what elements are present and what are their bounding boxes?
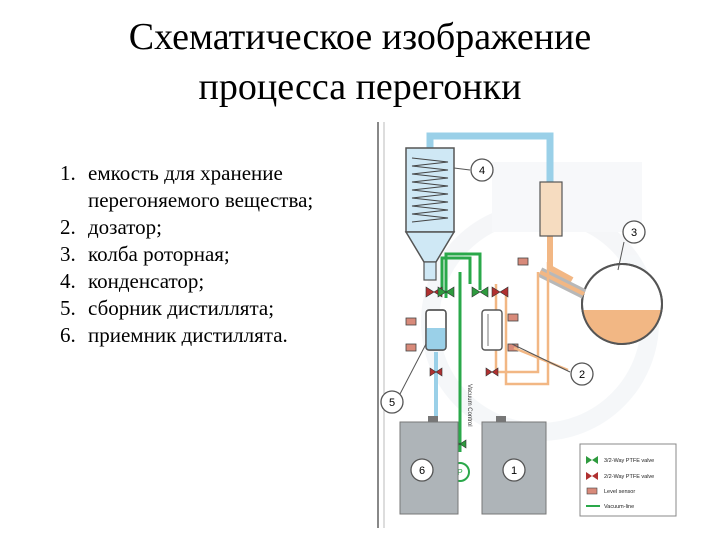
marker-1: 1 bbox=[502, 458, 526, 482]
title-line-2: процесса перегонки bbox=[198, 66, 522, 108]
rotary-flask bbox=[537, 263, 663, 345]
list-item-number: 2. bbox=[60, 215, 76, 239]
list-item-number: 3. bbox=[60, 242, 76, 266]
list-item-number: 5. bbox=[60, 296, 76, 320]
legend-3way-valve-icon bbox=[586, 456, 598, 464]
legend: 3/2-Way PTFE valve 2/2-Way PTFE valve Le… bbox=[579, 443, 677, 517]
legend-item-4: Vacuum-line bbox=[604, 504, 634, 510]
list-item-number: 4. bbox=[60, 269, 76, 293]
list-item-text: сборник дистиллята; bbox=[88, 296, 275, 320]
marker-2-label: 2 bbox=[579, 369, 585, 381]
vacuum-line bbox=[440, 252, 482, 452]
title-line-1: Схематическое изображение bbox=[128, 16, 592, 58]
legend-item-3: Level sensor bbox=[604, 489, 635, 495]
marker-5: 5 bbox=[380, 343, 427, 414]
marker-1-label: 1 bbox=[511, 465, 517, 477]
list-item-text: емкость для хранение перегоняемого вещес… bbox=[88, 161, 314, 212]
list-item-text: колба роторная; bbox=[88, 242, 230, 266]
list-item: 5. сборник дистиллята; bbox=[60, 295, 370, 322]
cooling-line bbox=[426, 132, 554, 184]
marker-6-label: 6 bbox=[419, 465, 425, 477]
level-sensors bbox=[405, 257, 529, 352]
marker-2: 2 bbox=[511, 343, 594, 386]
list-item: 4. конденсатор; bbox=[60, 268, 370, 295]
list-item: 1. емкость для хранение перегоняемого вещ… bbox=[60, 160, 370, 214]
marker-6: 6 bbox=[410, 458, 434, 482]
list-item-text: дозатор; bbox=[88, 215, 162, 239]
legend-2way-valve-icon bbox=[586, 472, 598, 480]
distillation-diagram: Vacuum Control P 4 3 2 5 6 1 bbox=[372, 122, 708, 528]
marker-4: 4 bbox=[470, 158, 494, 182]
legend-item-2: 2/2-Way PTFE valve bbox=[604, 474, 654, 480]
legend-level-sensor-icon bbox=[586, 487, 598, 495]
list-item-number: 1. bbox=[60, 161, 76, 185]
vacuum-control-label: Vacuum Control bbox=[466, 384, 472, 427]
list-item: 2. дозатор; bbox=[60, 214, 370, 241]
marker-3: 3 bbox=[617, 220, 646, 271]
dosing-column bbox=[481, 309, 503, 351]
list-item: 3. колба роторная; bbox=[60, 241, 370, 268]
list-item-text: приемник дистиллята. bbox=[88, 323, 288, 347]
marker-leader bbox=[453, 167, 471, 171]
marker-4-label: 4 bbox=[479, 165, 485, 177]
list-item: 6. приемник дистиллята. bbox=[60, 322, 370, 349]
component-list: 1. емкость для хранение перегоняемого вещ… bbox=[60, 160, 370, 349]
marker-5-label: 5 bbox=[389, 397, 395, 409]
slide-title: Схематическое изображение процесса перег… bbox=[0, 12, 720, 112]
distillate-collector bbox=[425, 309, 447, 351]
pump-label: P bbox=[457, 468, 462, 477]
legend-item-1: 3/2-Way PTFE valve bbox=[604, 458, 654, 464]
vapor-duct bbox=[539, 181, 563, 237]
condenser bbox=[404, 147, 456, 281]
list-item-text: конденсатор; bbox=[88, 269, 205, 293]
list-item-number: 6. bbox=[60, 323, 76, 347]
marker-3-label: 3 bbox=[631, 227, 637, 239]
